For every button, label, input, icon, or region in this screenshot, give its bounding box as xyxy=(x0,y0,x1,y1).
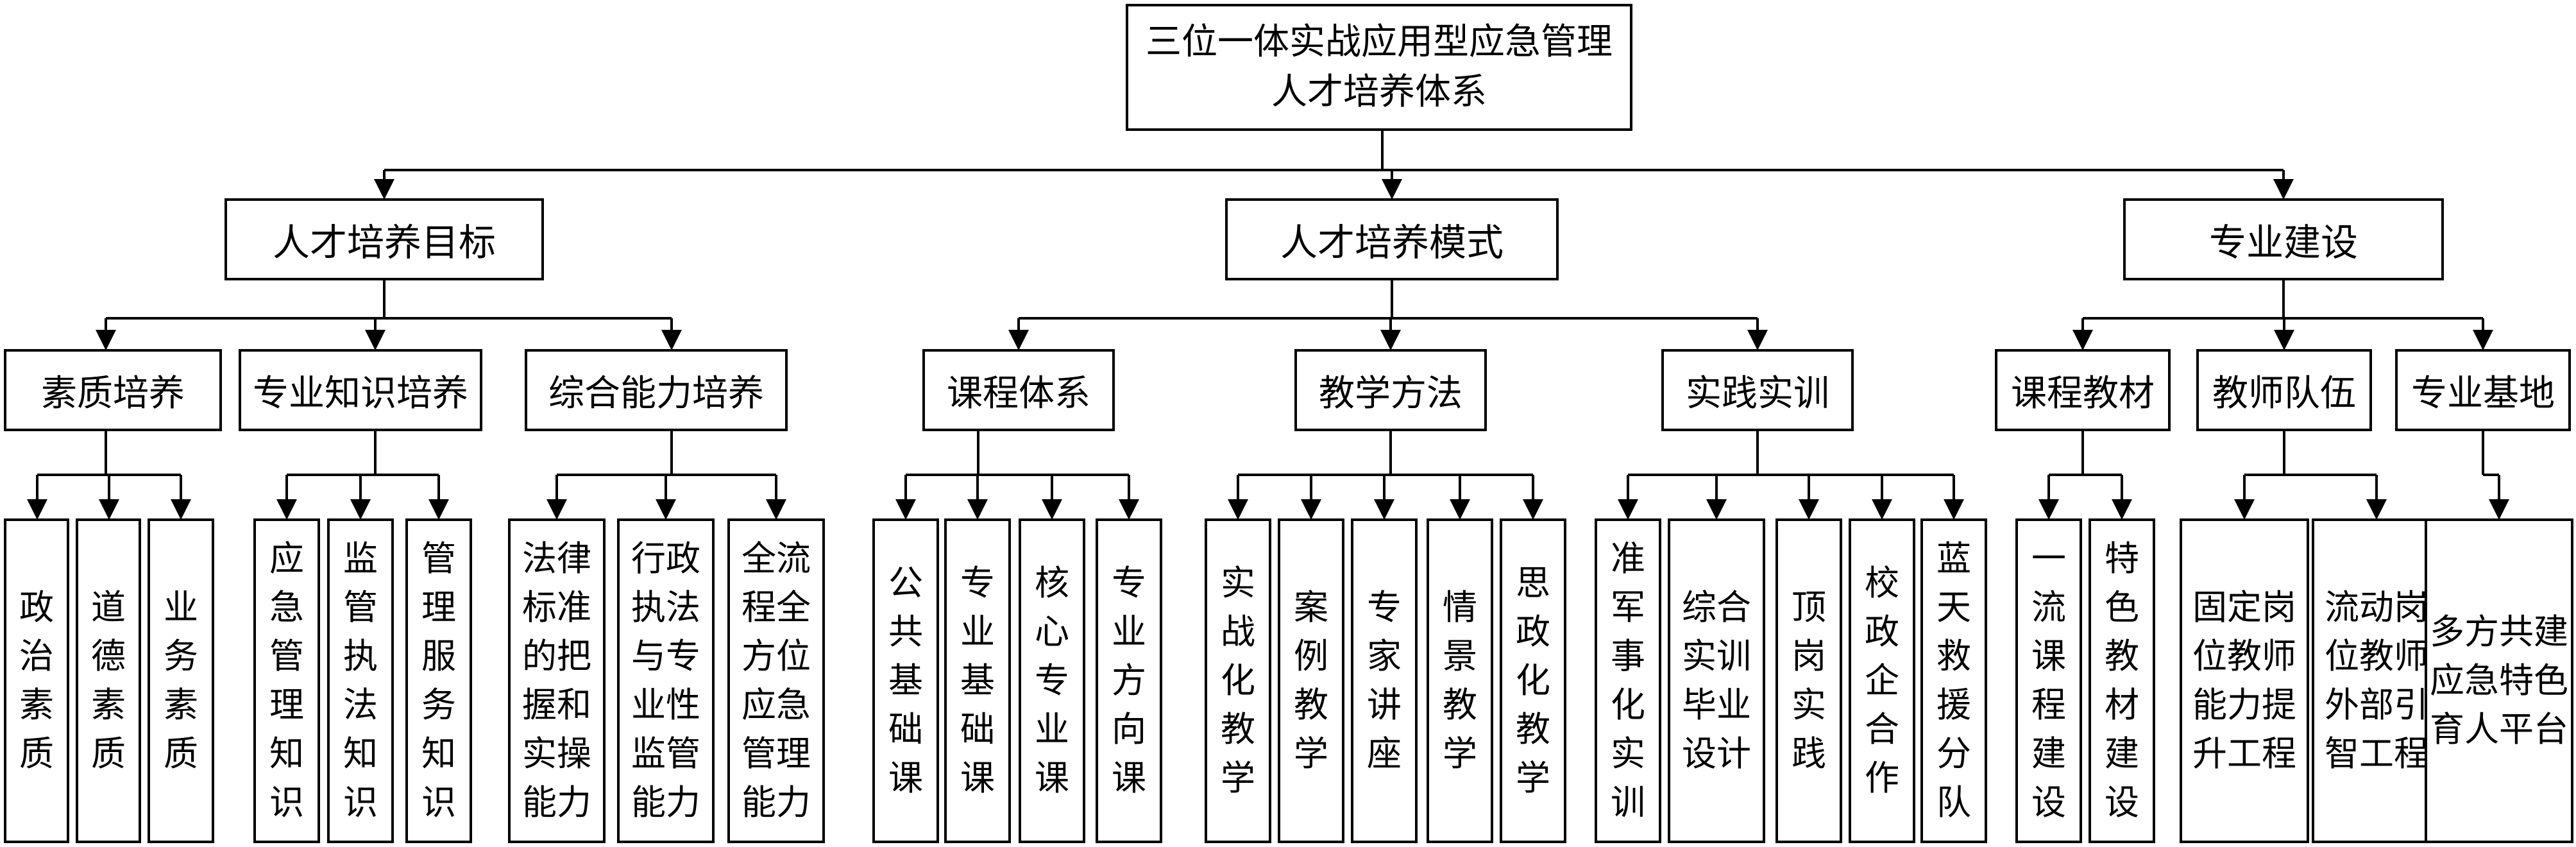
leaf-node: 核心专业课 xyxy=(1019,518,1085,843)
leaf-node: 业务素质 xyxy=(148,518,214,843)
leaf-node: 一流课程建设 xyxy=(2015,518,2082,843)
group-node-knowledge: 专业知识培养 xyxy=(239,349,482,431)
leaf-node: 蓝天救援分队 xyxy=(1920,518,1987,843)
leaf-node: 准军事化实训 xyxy=(1595,518,1661,843)
group-node-base: 专业基地 xyxy=(2395,349,2571,431)
leaf-node: 案例教学 xyxy=(1278,518,1344,843)
leaf-node: 政治素质 xyxy=(4,518,69,843)
group-node-practice: 实践实训 xyxy=(1661,349,1854,431)
leaf-node: 校政企合作 xyxy=(1849,518,1915,843)
leaf-node: 综合实训毕业设计 xyxy=(1668,518,1765,843)
group-node-materials: 课程教材 xyxy=(1995,349,2171,431)
group-node-curriculum: 课程体系 xyxy=(922,349,1115,431)
leaf-node: 全流程全方位应急管理能力 xyxy=(727,518,825,843)
group-node-quality: 素质培养 xyxy=(4,349,222,431)
leaf-node: 情景教学 xyxy=(1427,518,1493,843)
leaf-node: 思政化教学 xyxy=(1500,518,1566,843)
group-node-teachers: 教师队伍 xyxy=(2196,349,2372,431)
leaf-node: 流动岗位教师外部引智工程 xyxy=(2312,518,2441,843)
leaf-node: 顶岗实践 xyxy=(1775,518,1842,843)
group-node-ability: 综合能力培养 xyxy=(525,349,788,431)
leaf-node: 管理服务知识 xyxy=(405,518,472,843)
root-node: 三位一体实战应用型应急管理 人才培养体系 xyxy=(1126,4,1632,131)
leaf-node: 实战化教学 xyxy=(1205,518,1271,843)
leaf-node: 特色教材建设 xyxy=(2089,518,2155,843)
root-title-line1: 三位一体实战应用型应急管理 xyxy=(1146,21,1613,63)
leaf-node: 固定岗位教师能力提升工程 xyxy=(2180,518,2309,843)
root-title-line2: 人才培养体系 xyxy=(1271,71,1487,113)
leaf-node: 道德素质 xyxy=(76,518,141,843)
leaf-node: 公共基础课 xyxy=(872,518,939,843)
leaf-node: 专家讲座 xyxy=(1351,518,1418,843)
leaf-node: 行政执法与专业性监管能力 xyxy=(617,518,715,843)
leaf-node: 监管执法知识 xyxy=(327,518,394,843)
branch-node-major-construction: 专业建设 xyxy=(2123,198,2444,280)
leaf-node: 多方共建应急特色育人平台 xyxy=(2425,518,2573,843)
leaf-node: 专业方向课 xyxy=(1096,518,1162,843)
leaf-node: 法律标准的把握和实操能力 xyxy=(508,518,606,843)
branch-node-talent-goal: 人才培养目标 xyxy=(225,198,544,280)
leaf-node: 专业基础课 xyxy=(944,518,1011,843)
branch-node-talent-mode: 人才培养模式 xyxy=(1225,198,1559,280)
leaf-node: 应急管理知识 xyxy=(253,518,320,843)
group-node-teaching: 教学方法 xyxy=(1294,349,1487,431)
